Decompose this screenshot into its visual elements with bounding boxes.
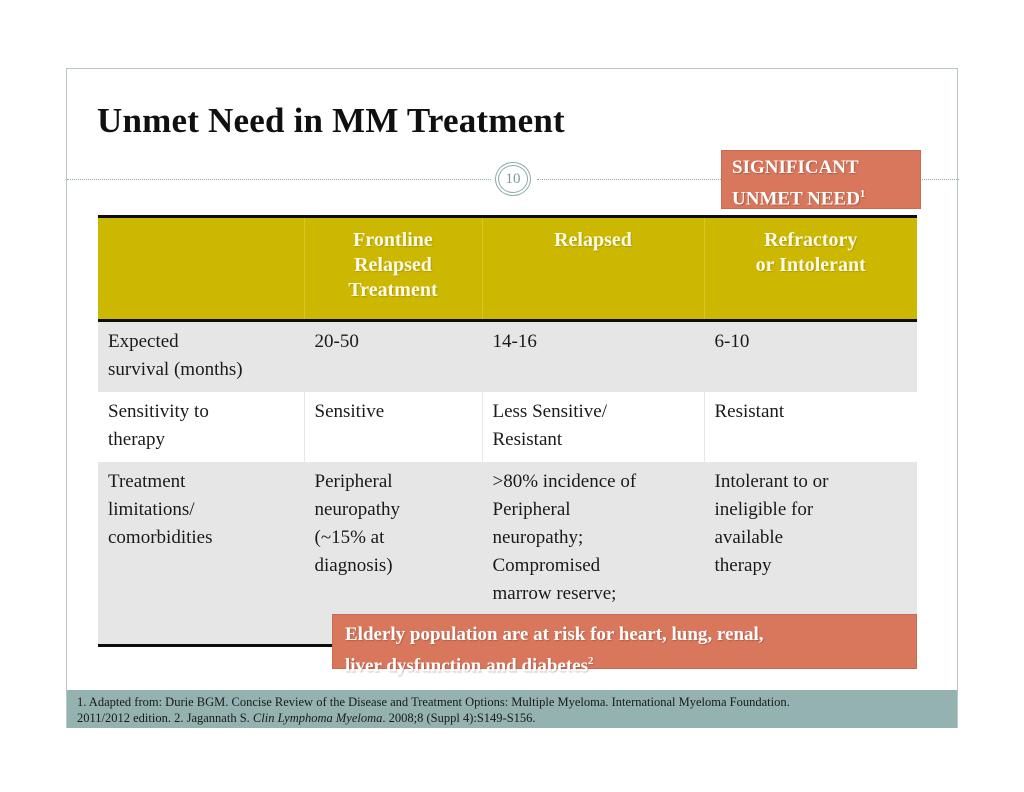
table-header-row: Frontline Relapsed Treatment Relapsed Re… bbox=[98, 215, 917, 322]
banner-line-2: liver dysfunction and diabetes2 bbox=[345, 648, 916, 679]
significant-unmet-need-callout: SIGNIFICANT UNMET NEED1 bbox=[721, 150, 921, 209]
cell-expected-survival-relapsed: 14-16 bbox=[481, 320, 704, 392]
cell-sensitivity-frontline: Sensitive bbox=[303, 392, 482, 462]
table-header-refractory: Refractory or Intolerant bbox=[703, 215, 917, 322]
bubble-outer-ring bbox=[495, 162, 531, 196]
page-number-bubble: 10 bbox=[491, 162, 535, 196]
footnote-bar: 1. Adapted from: Durie BGM. Concise Revi… bbox=[67, 690, 957, 728]
header-refractory-line1: Refractory bbox=[764, 229, 858, 251]
table-header-frontline: Frontline Relapsed Treatment bbox=[303, 215, 482, 322]
callout-superscript: 1 bbox=[859, 188, 866, 200]
cell-expected-survival-refractory: 6-10 bbox=[703, 320, 917, 392]
banner-superscript: 2 bbox=[588, 655, 594, 667]
header-refractory-line2: or Intolerant bbox=[755, 254, 866, 276]
cell-expected-survival-frontline: 20-50 bbox=[303, 320, 482, 392]
callout-line-2: UNMET NEED1 bbox=[732, 181, 920, 212]
header-frontline-line1: Frontline bbox=[353, 229, 433, 251]
slide-canvas: Unmet Need in MM Treatment 10 SIGNIFICAN… bbox=[66, 68, 959, 728]
cell-sensitivity-refractory: Resistant bbox=[703, 392, 917, 462]
page-title: Unmet Need in MM Treatment bbox=[97, 101, 565, 140]
footnote-journal-title: Clin Lymphoma Myeloma bbox=[252, 711, 383, 725]
bubble-inner-ring bbox=[498, 165, 528, 193]
page-number: 10 bbox=[505, 170, 521, 187]
banner-line-1: Elderly population are at risk for heart… bbox=[345, 624, 764, 645]
cell-sensitivity-relapsed: Less Sensitive/Resistant bbox=[481, 392, 704, 462]
treatment-matrix-table: Frontline Relapsed Treatment Relapsed Re… bbox=[98, 215, 917, 647]
callout-line-2-text: UNMET NEED bbox=[732, 188, 860, 210]
footnote-line-2-prefix: 2011/2012 edition. 2. Jagannath S. bbox=[77, 711, 253, 725]
decorative-rule-left bbox=[67, 179, 491, 180]
banner-line-2-text: liver dysfunction and diabetes bbox=[345, 655, 588, 677]
elderly-population-banner: Elderly population are at risk for heart… bbox=[332, 614, 917, 676]
table-header-relapsed: Relapsed bbox=[481, 215, 704, 322]
header-relapsed-line1: Relapsed bbox=[554, 229, 632, 251]
table-header-blank bbox=[98, 215, 304, 322]
footnote-line-1: 1. Adapted from: Durie BGM. Concise Revi… bbox=[77, 695, 790, 709]
header-frontline-line3: Treatment bbox=[348, 279, 438, 301]
callout-line-1: SIGNIFICANT bbox=[732, 157, 859, 178]
header-frontline-line2: Relapsed bbox=[354, 254, 432, 276]
footnote-line-2-suffix: . 2008;8 (Suppl 4):S149-S156. bbox=[382, 711, 536, 725]
footnote-line-2: 2011/2012 edition. 2. Jagannath S. Clin … bbox=[77, 710, 951, 726]
